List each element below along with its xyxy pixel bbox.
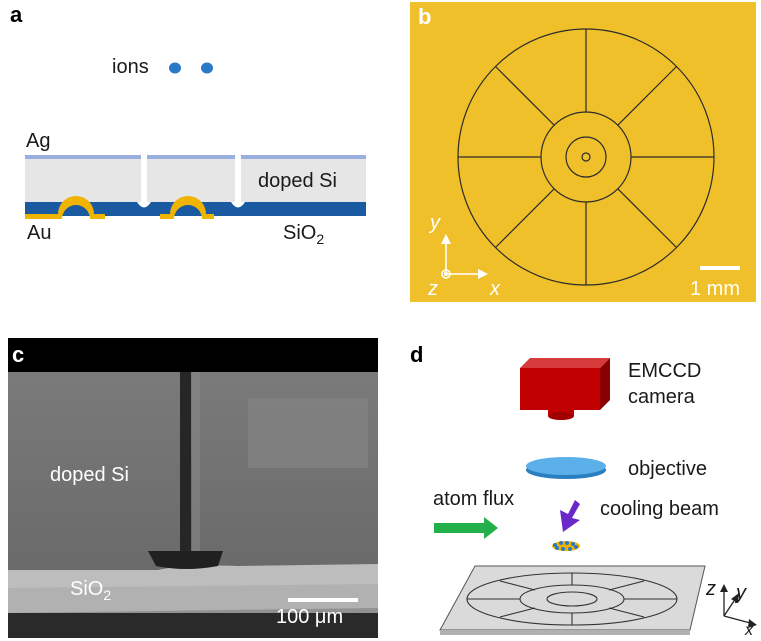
ion-dots [25, 62, 366, 219]
scale-bar [700, 266, 740, 270]
panel-c-label: c [12, 342, 25, 367]
doped-si-label: doped Si [258, 170, 337, 192]
panel-a-label: a [10, 2, 23, 27]
axis-y-label: y [430, 212, 440, 234]
atom-cloud [552, 541, 580, 551]
cooling-beam-label: cooling beam [600, 498, 719, 520]
middle-ring [540, 111, 632, 203]
scale-bar [288, 598, 358, 602]
panel-d: d [400, 338, 761, 641]
panel-b-label: b [418, 4, 432, 29]
sio2-label-sub: 2 [316, 231, 325, 247]
camera-label-line2: camera [628, 386, 695, 408]
sio2-label-sub: 2 [103, 587, 112, 603]
objective-label: objective [628, 458, 707, 480]
atom-flux-label: atom flux [433, 488, 515, 510]
inner-ring [565, 136, 607, 178]
doped-si-label: doped Si [50, 464, 129, 486]
sio2-layer [25, 202, 366, 216]
ion-dot-2 [201, 62, 213, 74]
cooling-beam-arrow [560, 500, 580, 532]
objective-icon [526, 457, 606, 479]
axis-y-label: y [736, 582, 746, 604]
axis-x-label: x [490, 278, 500, 300]
sio2-label-main: SiO [283, 222, 317, 244]
axis-z-label: z [428, 278, 438, 300]
ag-label: Ag [26, 130, 51, 152]
panel-b: b y x z 1 mm [410, 2, 756, 302]
sem-image [8, 338, 378, 638]
axis-z-label: z [706, 578, 716, 600]
ion-dot-1 [169, 62, 181, 74]
axis-x-label: x [745, 622, 753, 639]
panel-d-label: d [410, 342, 424, 367]
xyz-axes [441, 234, 488, 279]
chip [439, 565, 706, 635]
panel-c: c doped Si SiO2 100 μm [8, 338, 378, 638]
camera-icon [520, 358, 610, 420]
xyz-axes [720, 584, 757, 628]
au-electrodes [25, 195, 214, 219]
doped-si-layer [25, 158, 366, 202]
panel-a: a ions Ag doped Si Au SiO2 [0, 0, 380, 300]
sio2-label: SiO2 [283, 222, 324, 247]
au-label: Au [27, 222, 52, 244]
setup-schematic [434, 358, 757, 635]
camera-label-line1: EMCCD [628, 360, 702, 382]
channel [180, 372, 191, 552]
sio2-label-main: SiO [70, 578, 104, 600]
ions-label: ions [112, 56, 149, 78]
scale-bar-label: 1 mm [690, 278, 740, 300]
ag-layer [25, 155, 366, 159]
atom-flux-arrow [434, 517, 498, 539]
scale-bar-label: 100 μm [276, 606, 344, 628]
undercut-trenches [137, 202, 245, 208]
center-dot [581, 152, 591, 162]
electrode-pattern [441, 28, 740, 286]
sio2-label: SiO2 [70, 578, 111, 603]
